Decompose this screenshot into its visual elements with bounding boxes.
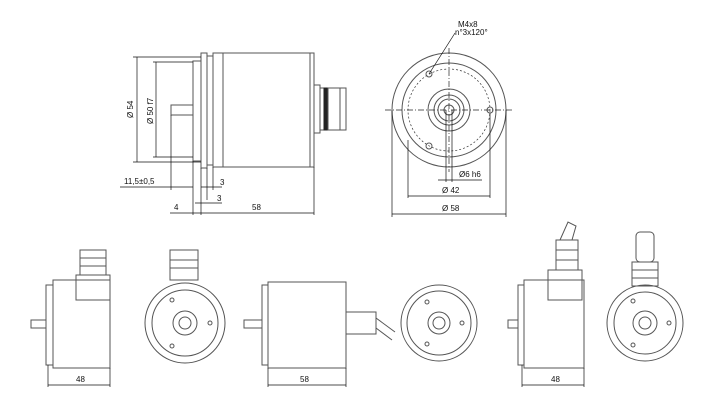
variant-3-front <box>606 231 684 362</box>
dim-flange-3b: 3 <box>217 194 222 203</box>
variant-2-side: 58 <box>243 281 396 387</box>
dim-variant3-48: 48 <box>551 375 560 384</box>
variant-2-front <box>400 284 478 362</box>
connector <box>313 84 347 134</box>
dim-body-58: 58 <box>252 203 261 212</box>
thread-pattern-label: n°3x120° <box>455 28 488 37</box>
dim-shaft-length: 11,5±0,5 <box>124 177 155 186</box>
dim-variant2-58: 58 <box>300 375 309 384</box>
side-view: Ø 54 Ø 50 f7 11,5±0,5 3 3 4 58 <box>120 52 347 215</box>
dim-pilot-4: 4 <box>174 203 179 212</box>
variant-3-side: 48 <box>507 221 585 387</box>
dim-flange-3a: 3 <box>220 178 225 187</box>
front-view: M4x8 n°3x120° Ø6 h6 Ø 42 Ø 58 <box>385 20 513 217</box>
dim-dia-54: Ø 54 <box>126 100 135 118</box>
thread-label: M4x8 <box>458 20 478 29</box>
variant-1-side: 48 <box>30 249 111 387</box>
outer-dia-label: Ø 58 <box>442 204 460 213</box>
bolt-circle-label: Ø 42 <box>442 186 460 195</box>
variant-1-front <box>144 249 226 364</box>
dim-variant1-48: 48 <box>76 375 85 384</box>
shaft-dia-label: Ø6 h6 <box>459 170 481 179</box>
dim-dia-50: Ø 50 f7 <box>146 97 155 124</box>
